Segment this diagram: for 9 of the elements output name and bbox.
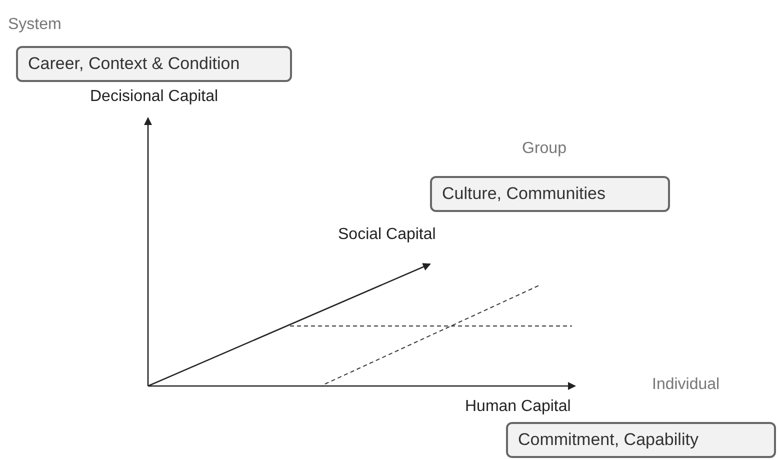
rounded-label-box: Career, Context & Condition: [16, 46, 292, 82]
axis-label: Social Capital: [338, 226, 436, 244]
rounded-label-box: Culture, Communities: [430, 176, 670, 212]
rounded-label-box: Commitment, Capability: [506, 422, 776, 458]
level-heading: Group: [522, 140, 566, 158]
axis-label: Human Capital: [465, 398, 571, 416]
level-heading: Individual: [652, 376, 720, 394]
level-heading: System: [8, 16, 62, 34]
axis-label: Decisional Capital: [90, 88, 218, 106]
